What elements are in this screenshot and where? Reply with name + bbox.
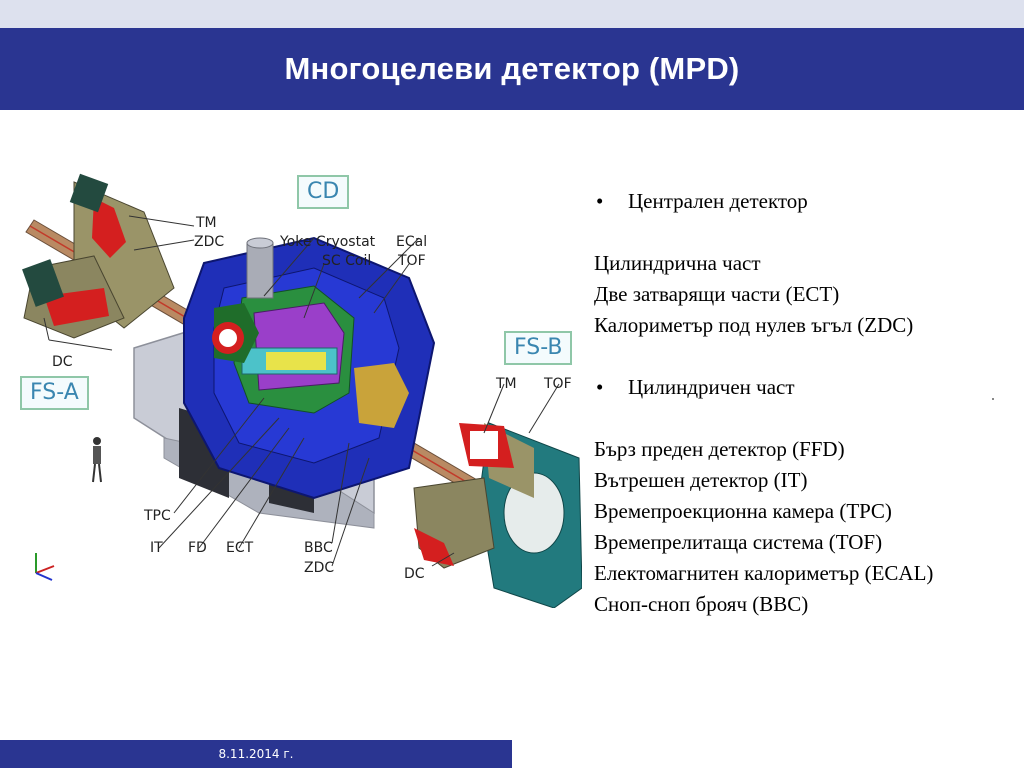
list-item: Електомагнитен калориметър (ECAL) bbox=[594, 558, 1019, 589]
list-item: Вътрешен детектор (IT) bbox=[594, 465, 1019, 496]
list-item-text: Централен детектор bbox=[628, 189, 808, 213]
label-fd: FD bbox=[188, 540, 207, 556]
label-zdc-bottom: ZDC bbox=[304, 560, 335, 576]
list-item-text: Сноп-сноп брояч (BBC) bbox=[594, 592, 809, 616]
label-dc-right: DC bbox=[404, 566, 425, 582]
list-item: Две затварящи части (ECT) bbox=[594, 279, 1019, 310]
list-item-text: Времепроекционна камера (TPC) bbox=[594, 499, 892, 523]
list-item: Калориметър под нулев ъгъл (ZDC) bbox=[594, 310, 1019, 341]
label-zdc-top: ZDC bbox=[194, 234, 225, 250]
axes-triad-icon bbox=[35, 553, 55, 581]
list-item: • Централен детектор bbox=[594, 186, 1019, 217]
label-yoke-cryostat: Yoke Cryostat bbox=[280, 234, 376, 250]
label-it: IT bbox=[150, 540, 163, 556]
list-item-text: Цилиндрична част bbox=[594, 251, 761, 275]
label-tm-right: TM bbox=[496, 376, 517, 392]
bullet-icon: • bbox=[596, 375, 604, 399]
list-item: Цилиндрична част bbox=[594, 248, 1019, 279]
list-item: Сноп-сноп брояч (BBC) bbox=[594, 589, 1019, 620]
slide-title: Многоцелеви детектор (MPD) bbox=[284, 51, 740, 86]
top-band bbox=[0, 0, 1024, 28]
bullet-icon: • bbox=[596, 189, 604, 213]
list-item-text: Електомагнитен калориметър (ECAL) bbox=[594, 561, 934, 585]
label-tm-left: TM bbox=[196, 215, 217, 231]
spacer bbox=[594, 217, 1019, 248]
spacer bbox=[594, 403, 1019, 434]
person-scale-icon bbox=[92, 437, 102, 483]
list-item: Бърз преден детектор (FFD) bbox=[594, 434, 1019, 465]
label-tpc: TPC bbox=[144, 508, 171, 524]
list-item-text: Две затварящи части (ECT) bbox=[594, 282, 840, 306]
list-item-text: Калориметър под нулев ъгъл (ZDC) bbox=[594, 313, 914, 337]
label-bbc: BBC bbox=[304, 540, 333, 556]
content-list: • Централен детектор Цилиндрична част Две… bbox=[594, 186, 1019, 620]
label-tof-top: TOF bbox=[398, 253, 426, 269]
list-item-text: Бърз преден детектор (FFD) bbox=[594, 437, 845, 461]
label-sc-coil: SC Coil bbox=[322, 253, 372, 269]
footer-bar: 8.11.2014 г. bbox=[0, 740, 512, 768]
label-tof-right: TOF bbox=[544, 376, 572, 392]
mpd-detector-diagram: CD FS-A FS-B TM ZDC Yoke Cryostat ECal S… bbox=[14, 168, 582, 608]
title-bar: Многоцелеви детектор (MPD) bbox=[0, 28, 1024, 110]
fs-b-box: FS-B bbox=[504, 331, 573, 365]
stray-dot bbox=[992, 398, 994, 400]
list-item-text: Вътрешен детектор (IT) bbox=[594, 468, 808, 492]
list-item-text: Времепрелитаща система (TOF) bbox=[594, 530, 883, 554]
label-ecal: ECal bbox=[396, 234, 428, 250]
footer-date: 8.11.2014 г. bbox=[218, 747, 294, 761]
list-item: • Цилиндричен част bbox=[594, 372, 1019, 403]
list-item: Времепроекционна камера (TPC) bbox=[594, 496, 1019, 527]
spacer bbox=[594, 341, 1019, 372]
label-dc-left: DC bbox=[52, 354, 73, 370]
detector-illustration bbox=[22, 173, 582, 608]
list-item: Времепрелитаща система (TOF) bbox=[594, 527, 1019, 558]
cd-box: CD bbox=[297, 175, 350, 209]
list-item-text: Цилиндричен част bbox=[628, 375, 795, 399]
label-ect: ECT bbox=[226, 540, 254, 556]
fs-a-box: FS-A bbox=[20, 376, 89, 410]
